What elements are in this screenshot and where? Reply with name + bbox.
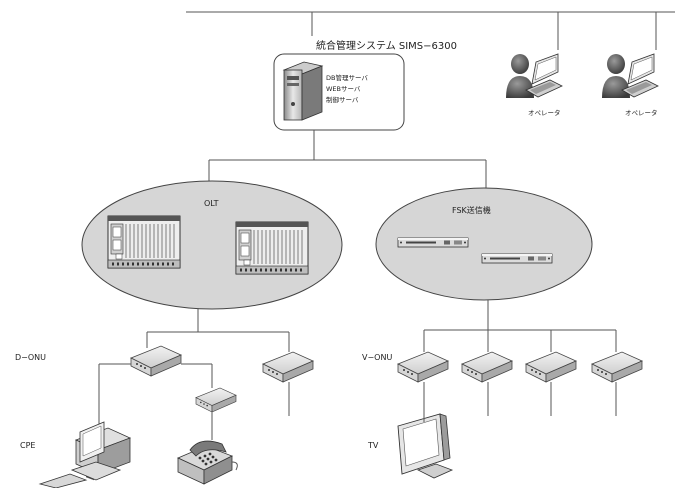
server-line-db: DB管理サーバ — [326, 73, 368, 82]
onu-box-icon — [397, 351, 449, 383]
onu-box-icon — [461, 351, 513, 383]
telephone-icon — [177, 440, 238, 485]
onu-box-icon — [130, 345, 182, 377]
fsk-label: FSK送信機 — [452, 205, 491, 215]
onu-box-icon — [591, 351, 643, 383]
fsk-group — [375, 187, 593, 301]
tv-monitor-icon — [397, 413, 454, 479]
operator-laptop-icon — [601, 53, 659, 99]
v-onu-label: V−ONU — [362, 353, 392, 362]
server-line-control: 制御サーバ — [326, 95, 359, 104]
system-title: 統合管理システム SIMS−6300 — [316, 39, 457, 52]
server-tower-icon — [282, 61, 324, 121]
hub-box-icon — [195, 387, 237, 413]
cpe-label: CPE — [20, 441, 35, 450]
operator-label-1: オペレータ — [528, 108, 561, 117]
d-onu-label: D−ONU — [15, 353, 46, 362]
olt-rack-icon — [235, 221, 309, 275]
operator-label-2: オペレータ — [625, 108, 658, 117]
server-line-web: WEBサーバ — [326, 85, 361, 93]
olt-group — [81, 180, 343, 310]
operator-laptop-icon — [505, 53, 563, 99]
olt-rack-icon — [107, 215, 181, 269]
rack-unit-icon — [481, 253, 553, 264]
rack-unit-icon — [397, 237, 469, 248]
onu-box-icon — [262, 351, 314, 383]
onu-box-icon — [525, 351, 577, 383]
olt-label: OLT — [204, 199, 219, 208]
desktop-pc-icon — [38, 421, 132, 489]
tv-label: TV — [367, 441, 379, 450]
